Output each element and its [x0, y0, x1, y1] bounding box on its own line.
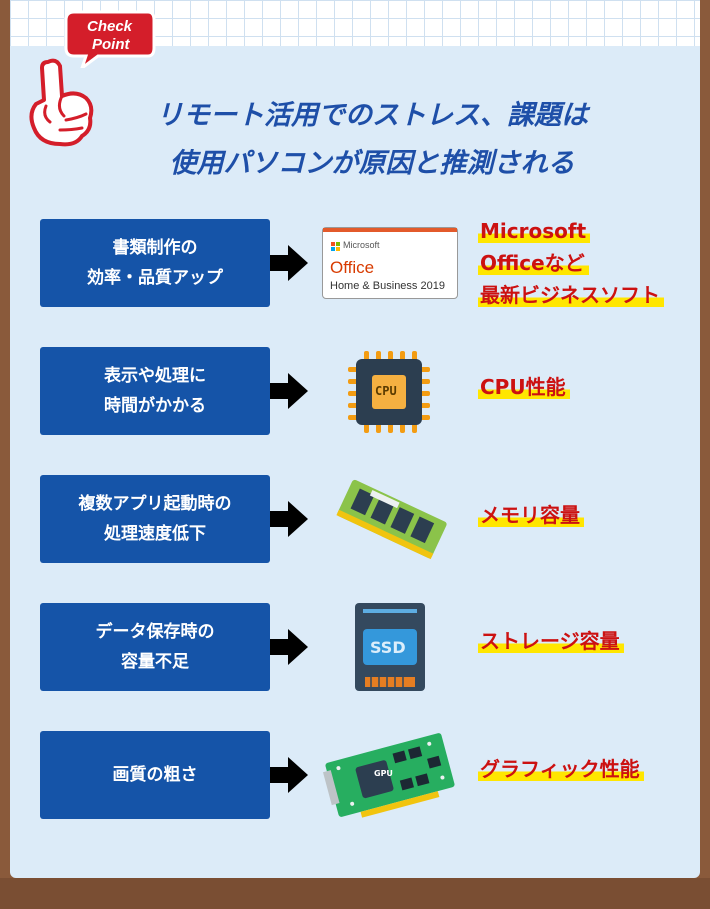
solution-line: メモリ容量 [478, 503, 584, 527]
speech-bubble-icon [64, 10, 156, 68]
solution-text: CPU性能 [478, 371, 570, 403]
row-memory: 複数アプリ起動時の 処理速度低下 メモリ容量 [40, 475, 670, 563]
frame-bottom [0, 878, 710, 909]
office-product: Office [330, 258, 375, 277]
solution-line: グラフィック性能 [478, 757, 644, 781]
problem-line: 効率・品質アップ [87, 268, 223, 288]
problem-line: 複数アプリ起動時の [78, 494, 232, 514]
cpu-label: CPU [375, 384, 397, 398]
solution-text: Microsoft Officeなど 最新ビジネスソフト [478, 215, 664, 311]
problem-line: 時間がかかる [104, 396, 206, 416]
windows-logo-icon [331, 242, 340, 251]
row-storage: データ保存時の 容量不足 SSD ストレージ容量 [40, 603, 670, 691]
problem-line: 容量不足 [121, 652, 189, 672]
solution-line: CPU性能 [478, 375, 570, 399]
arrow-right-icon [270, 501, 308, 537]
solution-line: Microsoft [478, 219, 591, 243]
solution-text: メモリ容量 [478, 499, 584, 531]
row-office: 書類制作の 効率・品質アップ Microsoft Office Home & B… [40, 219, 670, 307]
badge-label-check: Check [87, 18, 133, 35]
arrow-right-icon [270, 245, 308, 281]
solution-text: ストレージ容量 [478, 625, 624, 657]
ssd-drive-icon [355, 603, 425, 691]
problem-box: 書類制作の 効率・品質アップ [40, 219, 270, 307]
office-brand: Microsoft [343, 240, 380, 250]
pointing-hand-icon [29, 58, 94, 147]
solution-line: Officeなど [478, 251, 589, 275]
arrow-right-icon [270, 757, 308, 793]
cpu-chip-icon [348, 351, 430, 433]
gpu-label: GPU [374, 769, 393, 778]
office-edition: Home & Business 2019 [330, 280, 445, 292]
badge-label-point: Point [92, 36, 130, 53]
solution-line: ストレージ容量 [478, 629, 624, 653]
row-cpu: 表示や処理に 時間がかかる CPU CPU性能 [40, 347, 670, 435]
ssd-label: SSD [370, 638, 406, 657]
problem-box: 表示や処理に 時間がかかる [40, 347, 270, 435]
arrow-right-icon [270, 373, 308, 409]
problem-box: 画質の粗さ [40, 731, 270, 819]
page-title: リモート活用でのストレス、課題は 使用パソコンが原因と推測される [112, 92, 632, 188]
solution-line: 最新ビジネスソフト [478, 283, 664, 307]
problem-line: データ保存時の [95, 622, 215, 642]
problem-box: データ保存時の 容量不足 [40, 603, 270, 691]
arrow-right-icon [270, 629, 308, 665]
title-line-1: リモート活用でのストレス、課題は [156, 100, 588, 131]
graphics-card-icon [323, 733, 455, 818]
problem-box: 複数アプリ起動時の 処理速度低下 [40, 475, 270, 563]
problem-line: 画質の粗さ [112, 765, 198, 785]
problem-line: 処理速度低下 [104, 524, 206, 544]
memory-module-icon [336, 479, 447, 560]
title-line-2: 使用パソコンが原因と推測される [169, 148, 575, 179]
problem-line: 表示や処理に [104, 366, 206, 386]
row-graphics: 画質の粗さ GPU グラフィック性能 [40, 731, 670, 819]
solution-text: グラフィック性能 [478, 753, 644, 785]
problem-line: 書類制作の [112, 238, 198, 258]
office-box-icon: Microsoft Office Home & Business 2019 [322, 227, 458, 299]
